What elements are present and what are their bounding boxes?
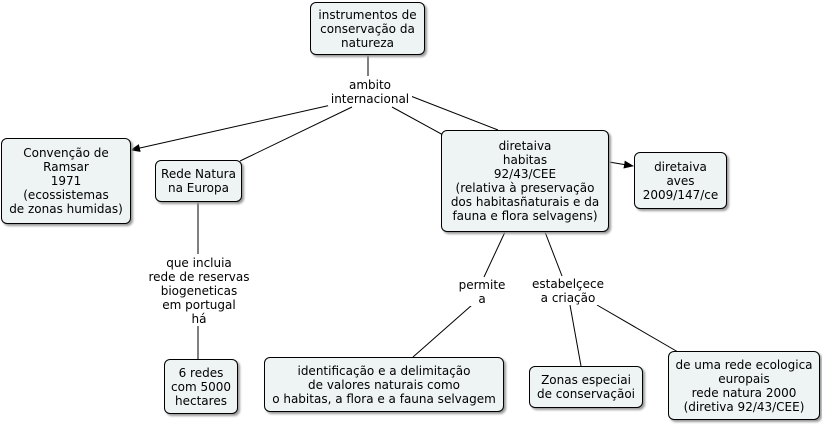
concept-rede-natura-europa[interactable]: Rede Natura na Europa xyxy=(155,160,242,202)
link-estabelcece-rede-ecologica xyxy=(596,304,679,353)
link-label-ambito-internacional: ambito internacional xyxy=(328,78,412,106)
link-ambito-diretaiva-top xyxy=(407,94,499,131)
concept-rede-ecologica-europeia[interactable]: de uma rede ecologica europais rede natu… xyxy=(668,351,820,420)
link-habitas-permite xyxy=(483,231,506,278)
concept-6-redes[interactable]: 6 redes com 5000 hectares xyxy=(164,359,238,414)
concept-convencao-ramsar[interactable]: Convenção de Ramsar 1971 (ecossistemas d… xyxy=(1,138,131,224)
link-habitas-aves xyxy=(608,160,634,169)
link-habitas-estabelcece xyxy=(544,231,563,277)
link-label-permite: permite a xyxy=(452,278,512,306)
link-label-que-incluia: que incluia rede de reservas biogenetica… xyxy=(141,256,257,326)
concept-diretaiva-aves[interactable]: diretaiva aves 2009/147/ce xyxy=(634,152,727,209)
link-ambito-ramsar xyxy=(130,102,341,152)
link-permite-identificacao xyxy=(412,304,473,358)
concept-diretaiva-habitas[interactable]: diretaiva habitas 92/43/CEE (relativa à … xyxy=(441,130,609,232)
concept-zonas-especiais[interactable]: Zonas especiai de conservaçãoi xyxy=(529,366,643,408)
link-label-estabelcece: estabelçece a criação xyxy=(528,277,608,305)
concept-instrumentos-conservacao[interactable]: instrumentos de conservação da natureza xyxy=(310,2,425,55)
link-ambito-diretaiva xyxy=(391,106,446,137)
concept-identificacao-delimitacao[interactable]: identificação e a delimitação de valores… xyxy=(264,357,504,412)
link-ambito-rede-natura xyxy=(239,106,353,162)
link-estabelcece-zonas xyxy=(569,304,582,367)
